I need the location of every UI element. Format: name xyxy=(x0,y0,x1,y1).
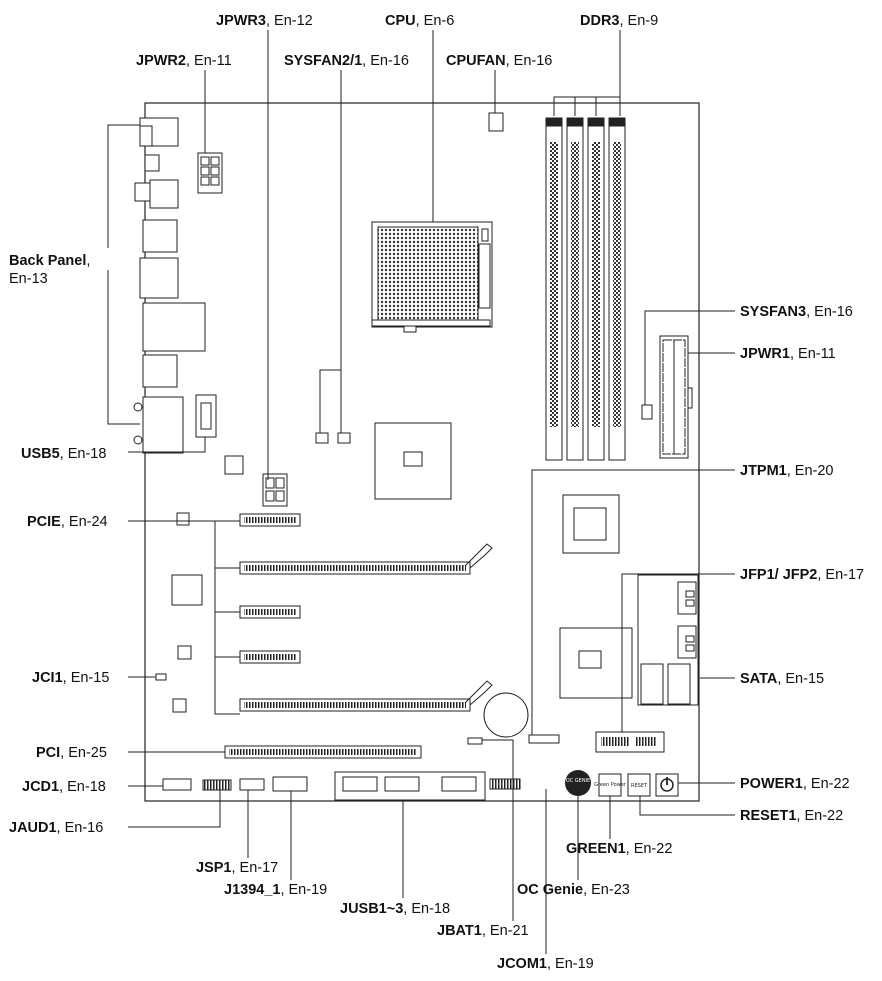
jpwr1-connector xyxy=(659,335,693,459)
jaud1-header xyxy=(202,779,232,791)
jci1-header xyxy=(155,673,167,681)
leader-lines xyxy=(107,30,735,954)
label-jsp1: JSP1, En-17 xyxy=(196,860,278,876)
label-sata: SATA, En-15 xyxy=(740,671,824,687)
small-chip xyxy=(176,512,190,526)
label-cpufan: CPUFAN, En-16 xyxy=(446,53,552,69)
small-chip xyxy=(172,698,187,713)
jpwr3-connector xyxy=(262,473,288,507)
labels: JPWR3, En-12 CPU, En-6 DDR3, En-9 JPWR2,… xyxy=(9,13,864,972)
cmos-battery xyxy=(483,692,529,738)
chip-inner xyxy=(573,507,607,541)
label-j1394: J1394_1, En-19 xyxy=(224,882,327,898)
jsp1-header xyxy=(239,778,265,791)
jfp-headers xyxy=(595,731,665,753)
label-jpwr1: JPWR1, En-11 xyxy=(740,346,836,362)
sata-connectors xyxy=(637,574,699,706)
label-jcom1: JCOM1, En-19 xyxy=(497,956,594,972)
small-chip xyxy=(177,645,192,660)
svg-text:RESET: RESET xyxy=(631,783,648,789)
label-cpu: CPU, En-6 xyxy=(385,13,454,29)
label-jaud1: JAUD1, En-16 xyxy=(9,820,103,836)
label-power1: POWER1, En-22 xyxy=(740,776,850,792)
jpwr2-connector xyxy=(197,152,223,194)
usb5-connector xyxy=(195,394,217,438)
oc-genie-button: OC GENIE xyxy=(565,770,591,796)
sysfan3-header xyxy=(641,404,653,420)
label-sysfan2-1: SYSFAN2/1, En-16 xyxy=(284,53,409,69)
pcie-x1-slot xyxy=(239,513,301,527)
cpufan-header xyxy=(488,112,504,132)
small-chip xyxy=(224,455,244,475)
label-oc-genie: OC Genie, En-23 xyxy=(517,882,630,898)
power-button xyxy=(655,773,679,797)
label-green1: GREEN1, En-22 xyxy=(566,841,672,857)
pci-slot xyxy=(224,745,422,759)
jcom1-header xyxy=(489,778,521,790)
label-usb5: USB5, En-18 xyxy=(21,446,106,462)
back-panel-connectors xyxy=(133,117,206,454)
cpu-socket xyxy=(371,221,493,333)
reset-button: RESET xyxy=(627,773,651,797)
label-jtpm1: JTPM1, En-20 xyxy=(740,463,834,479)
jtpm1-header xyxy=(528,734,560,744)
label-jfp: JFP1/ JFP2, En-17 xyxy=(740,567,864,583)
label-sysfan3: SYSFAN3, En-16 xyxy=(740,304,853,320)
svg-text:Green Power: Green Power xyxy=(594,782,627,788)
label-back-panel-ref: En-13 xyxy=(9,271,48,287)
label-jpwr3: JPWR3, En-12 xyxy=(216,13,313,29)
jusb-headers xyxy=(334,771,486,801)
pcie-x1-slot xyxy=(239,650,301,664)
jcd1-header xyxy=(162,778,192,791)
label-jpwr2: JPWR2, En-11 xyxy=(136,53,232,69)
label-reset1: RESET1, En-22 xyxy=(740,808,843,824)
pcie-x1-slot xyxy=(239,605,301,619)
label-back-panel: Back Panel, xyxy=(9,253,90,269)
label-pcie: PCIE, En-24 xyxy=(27,514,108,530)
small-chip xyxy=(171,574,203,606)
label-jci1: JCI1, En-15 xyxy=(32,670,109,686)
southbridge-chip xyxy=(559,627,633,699)
label-ddr3: DDR3, En-9 xyxy=(580,13,658,29)
northbridge-chip xyxy=(374,422,452,500)
ddr3-slots xyxy=(545,117,626,461)
label-jcd1: JCD1, En-18 xyxy=(22,779,106,795)
pcie-x16-slot-2 xyxy=(239,680,493,712)
sysfan2-1-headers xyxy=(315,432,351,444)
label-pci: PCI, En-25 xyxy=(36,745,107,761)
svg-text:OC GENIE: OC GENIE xyxy=(566,778,590,784)
label-jbat1: JBAT1, En-21 xyxy=(437,923,529,939)
jbat1-header xyxy=(467,737,483,745)
label-jusb: JUSB1~3, En-18 xyxy=(340,901,450,917)
j1394-header xyxy=(272,776,308,792)
